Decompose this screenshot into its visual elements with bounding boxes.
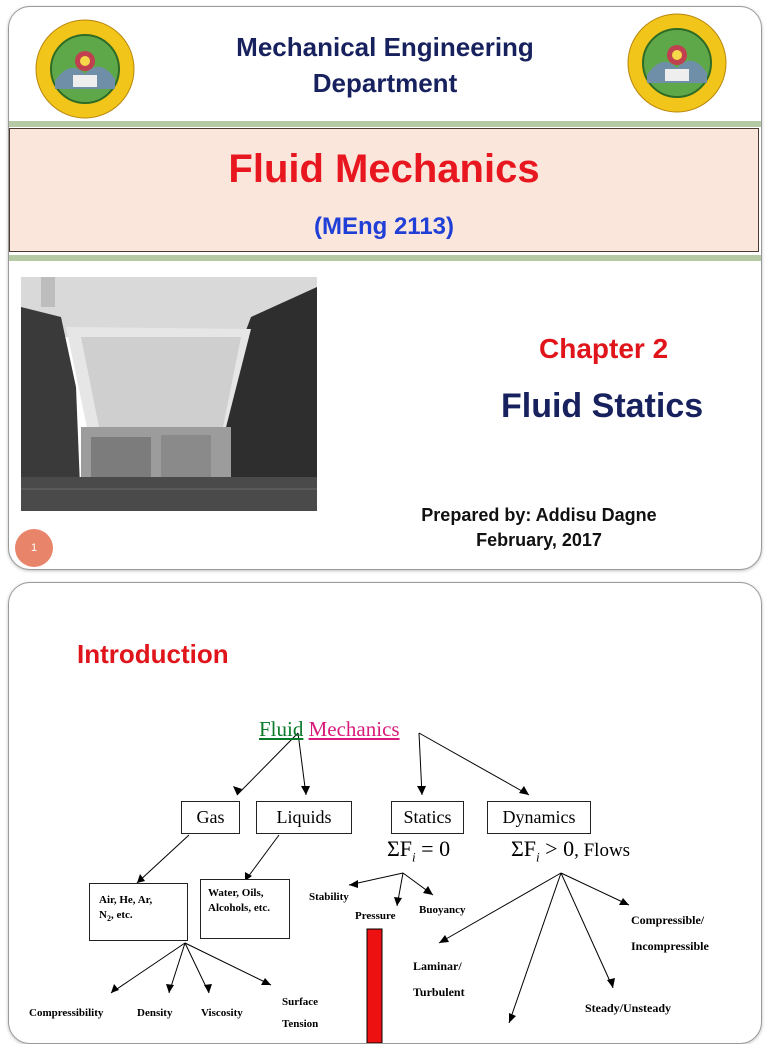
dynamics-sum: ΣF xyxy=(511,836,537,861)
tension-label: Tension xyxy=(282,1018,319,1030)
pressure-label: Pressure xyxy=(355,910,396,922)
university-logo-left xyxy=(35,19,135,119)
page-number-badge: 1 xyxy=(15,529,53,567)
stability-label: Stability xyxy=(309,891,349,903)
title-slide: Mechanical Engineering Department Fluid … xyxy=(8,6,762,570)
chapter-label: Chapter 2 xyxy=(539,333,669,364)
dam-photo xyxy=(21,277,317,511)
incompressible-line: Incompressible xyxy=(631,939,709,953)
department-line-1: Mechanical Engineering xyxy=(236,32,534,62)
compressible-label: Compressible/ Incompressible xyxy=(631,907,709,959)
flows-label: , Flows xyxy=(574,840,631,861)
liquid-examples-box: Water, Oils, Alcohols, etc. xyxy=(200,879,290,939)
compressibility-label: Compressibility xyxy=(29,1007,104,1019)
concept-diagram-lines xyxy=(110,732,630,1043)
node-liquids: Liquids xyxy=(256,801,352,834)
buoyancy-label: Buoyancy xyxy=(419,904,466,916)
node-statics: Statics xyxy=(391,801,464,834)
department-line-2: Department xyxy=(312,68,458,98)
turbulent-label: Turbulent xyxy=(413,985,465,999)
dynamics-label: Dynamics xyxy=(502,807,576,827)
viscosity-label: Viscosity xyxy=(201,1007,243,1019)
gas-examples-line-1: Air, He, Ar, xyxy=(99,894,153,906)
statics-equation: ΣFi = 0 xyxy=(387,836,450,865)
statics-sum: ΣF xyxy=(387,836,413,861)
title-box: Fluid Mechanics (MEng 2113) xyxy=(9,128,759,252)
chapter-topic: Fluid Statics xyxy=(501,387,704,425)
gas-n: N xyxy=(99,909,107,921)
gas-n-sub: 2 xyxy=(106,914,111,924)
university-logo-right xyxy=(627,13,727,113)
laminar-turbulent-label: Laminar/ Turbulent xyxy=(413,953,465,1005)
gas-label: Gas xyxy=(196,807,225,827)
slide-heading: Introduction xyxy=(77,639,229,669)
root-fluid: Fluid xyxy=(259,717,304,741)
gas-examples-box: Air, He, Ar, N2, etc. xyxy=(89,883,188,941)
root-mechanics: Mechanics xyxy=(308,717,400,741)
date-label: February, 2017 xyxy=(476,530,602,550)
gas-examples-line-2: N2, etc. xyxy=(99,908,187,926)
liquid-examples-line-1: Water, Oils, xyxy=(208,887,264,899)
liquids-label: Liquids xyxy=(276,807,332,827)
course-title: Fluid Mechanics xyxy=(228,147,540,191)
statics-sub: i xyxy=(412,849,416,865)
gas-etc: , etc. xyxy=(110,909,133,921)
laminar-label: Laminar/ xyxy=(413,959,462,973)
node-dynamics: Dynamics xyxy=(487,801,591,834)
diagram-root: Fluid Mechanics xyxy=(259,717,400,742)
statics-rhs: = 0 xyxy=(415,836,451,861)
liquid-examples-line-2: Alcohols, etc. xyxy=(208,902,271,914)
dynamics-sub: i xyxy=(536,849,540,865)
course-code: (MEng 2113) xyxy=(313,213,455,240)
surface-tension-label: Surface Tension xyxy=(282,991,318,1035)
compressible-line: Compressible/ xyxy=(631,913,705,927)
pressure-bar xyxy=(366,928,383,1043)
surface-label: Surface xyxy=(282,996,319,1008)
department-title: Mechanical Engineering Department xyxy=(159,29,611,101)
steady-unsteady-label: Steady/Unsteady xyxy=(585,1001,672,1015)
prepared-by: Prepared by: Addisu Dagne xyxy=(421,505,657,525)
decorative-band-top xyxy=(9,121,761,127)
dynamics-equation: ΣFi > 0, Flows xyxy=(511,836,630,865)
statics-label: Statics xyxy=(403,807,452,827)
decorative-band-bottom xyxy=(9,255,761,261)
node-gas: Gas xyxy=(181,801,240,834)
author-block: Prepared by: Addisu Dagne February, 2017 xyxy=(379,503,699,553)
density-label: Density xyxy=(137,1007,173,1019)
introduction-slide: Introduction xyxy=(8,582,762,1044)
dynamics-rhs: > 0 xyxy=(539,836,575,861)
